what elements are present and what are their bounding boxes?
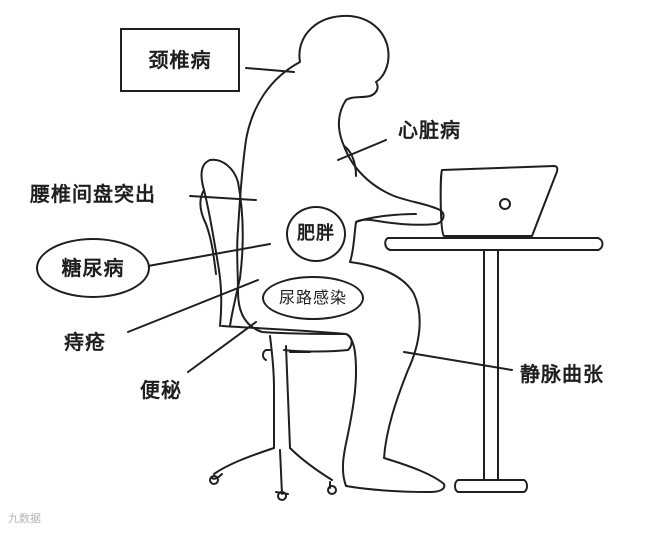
- leader-varicose: [403, 351, 513, 371]
- chair-post: [269, 335, 275, 449]
- label-lumbar: 腰椎间盘突出: [30, 182, 156, 206]
- desk-foot: [454, 479, 528, 493]
- label-box-cervical: 颈椎病: [120, 28, 240, 92]
- label-diabetes: 糖尿病: [61, 256, 125, 280]
- label-constipation: 便秘: [140, 378, 182, 402]
- label-cervical: 颈椎病: [148, 48, 212, 72]
- leader-cervical: [245, 67, 295, 73]
- forearm-outline: [355, 213, 417, 223]
- wheel-right: [327, 485, 337, 495]
- leader-diabetes: [147, 243, 271, 267]
- chair-knob: [262, 349, 271, 361]
- label-hemorrhoids: 痔疮: [64, 330, 106, 354]
- person-silhouette: [236, 14, 446, 493]
- label-urinary: 尿路感染: [278, 288, 347, 307]
- wheel-left: [209, 475, 219, 485]
- chair-back-inner: [199, 189, 217, 275]
- laptop-screen: [439, 165, 559, 237]
- label-varicose: 静脉曲张: [520, 362, 604, 386]
- chair-base: [211, 447, 333, 495]
- desk-top: [384, 237, 604, 251]
- leader-hemorrhoids: [127, 279, 259, 333]
- watermark: 九数据: [8, 512, 41, 525]
- label-ellipse-urinary: 尿路感染: [262, 276, 364, 320]
- label-ellipse-diabetes: 糖尿病: [36, 238, 150, 298]
- label-heart: 心脏病: [398, 118, 461, 142]
- leader-lumbar: [189, 195, 257, 201]
- chair-stem: [285, 345, 291, 449]
- chair-seat: [221, 325, 353, 353]
- leader-constipation: [187, 321, 257, 373]
- leader-heart: [337, 139, 387, 161]
- label-obesity: 肥胖: [297, 223, 335, 244]
- arm-outline: [343, 145, 357, 177]
- label-ellipse-obesity: 肥胖: [286, 206, 346, 262]
- chair-back-edge: [229, 181, 244, 327]
- wheel-center: [277, 491, 287, 501]
- laptop-logo: [499, 198, 511, 210]
